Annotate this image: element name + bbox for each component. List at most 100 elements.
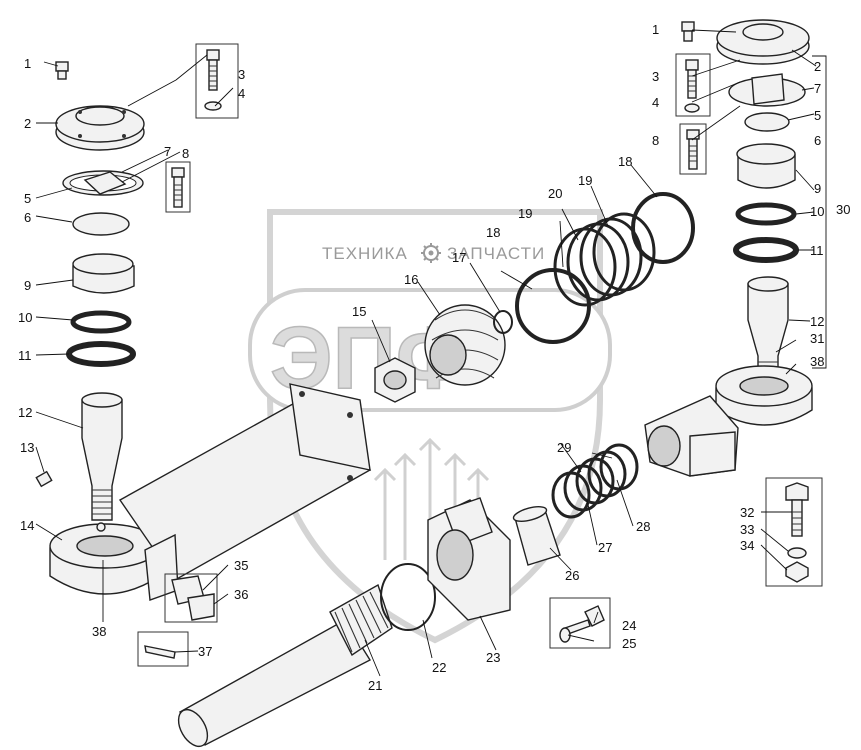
label-26: 26 xyxy=(565,568,579,583)
gasket-36 xyxy=(187,593,215,621)
label-19-outer: 19 xyxy=(578,173,592,188)
watermark-right-text: ЗАПЧАСТИ xyxy=(447,244,545,263)
tie-rod-21 xyxy=(177,583,393,748)
shim-left xyxy=(72,212,130,236)
label-25: 25 xyxy=(622,636,636,651)
label-20: 20 xyxy=(548,186,562,201)
bolt-3-left xyxy=(204,49,222,111)
left-pivot-stack xyxy=(35,43,239,595)
washer-33 xyxy=(787,547,807,559)
watermark-left-text: ТЕХНИКА xyxy=(322,244,408,263)
label-15: 15 xyxy=(352,304,366,319)
nut-34 xyxy=(785,561,809,583)
o-ring-right xyxy=(735,202,797,226)
label-8-right: 8 xyxy=(652,133,659,148)
spring-19-20 xyxy=(553,212,656,307)
seal-ring-left xyxy=(66,341,136,367)
label-2-left: 2 xyxy=(24,116,31,131)
label-14: 14 xyxy=(20,518,34,533)
axle-beam xyxy=(118,383,372,601)
label-37: 37 xyxy=(198,644,212,659)
label-4-right: 4 xyxy=(652,95,659,110)
label-5-left: 5 xyxy=(24,191,31,206)
label-10-left: 10 xyxy=(18,310,32,325)
label-22: 22 xyxy=(432,660,446,675)
label-7-right: 7 xyxy=(814,81,821,96)
label-17: 17 xyxy=(452,250,466,265)
label-9-right: 9 xyxy=(814,181,821,196)
label-12-right: 12 xyxy=(810,314,824,329)
label-9-left: 9 xyxy=(24,278,31,293)
bolt-box-8-left xyxy=(165,161,191,213)
bolt-box-37 xyxy=(137,631,189,667)
label-3-right: 3 xyxy=(652,69,659,84)
springs-27-28-29 xyxy=(551,443,639,519)
label-19-inner: 19 xyxy=(518,206,532,221)
bolt-3-right xyxy=(684,59,700,113)
gear-icon xyxy=(421,243,441,263)
label-21: 21 xyxy=(368,678,382,693)
bolt-box-32-34 xyxy=(765,477,823,587)
label-6-left: 6 xyxy=(24,210,31,225)
grease-fitting-right xyxy=(681,21,695,42)
label-32: 32 xyxy=(740,505,754,520)
bracket-30 xyxy=(812,55,827,369)
cap-left xyxy=(55,105,145,151)
label-12-left: 12 xyxy=(18,405,32,420)
label-38-left: 38 xyxy=(92,624,106,639)
label-30: 30 xyxy=(836,202,850,217)
label-18-outer: 18 xyxy=(618,154,632,169)
sleeve-26 xyxy=(512,506,561,566)
bolt-box-8-right xyxy=(679,123,707,175)
fitting-13 xyxy=(35,470,53,488)
label-4-left: 4 xyxy=(238,86,245,101)
label-10-right: 10 xyxy=(810,204,824,219)
label-13: 13 xyxy=(20,440,34,455)
label-33: 33 xyxy=(740,522,754,537)
steering-arm-right xyxy=(715,365,813,426)
label-28: 28 xyxy=(636,519,650,534)
watermark-wheat xyxy=(373,437,490,560)
label-1-left: 1 xyxy=(24,56,31,71)
ring-18-outer xyxy=(631,192,695,264)
plate-7-left xyxy=(83,171,127,195)
ring-17 xyxy=(493,310,513,334)
clamp-end xyxy=(644,395,739,477)
label-3-left: 3 xyxy=(238,67,245,82)
bolt-32 xyxy=(785,482,809,537)
grease-fitting-left xyxy=(55,61,69,80)
king-pin-left xyxy=(81,392,123,521)
label-31: 31 xyxy=(810,331,824,346)
label-18-inner: 18 xyxy=(486,225,500,240)
cap-right xyxy=(716,19,810,65)
label-29: 29 xyxy=(557,440,571,455)
label-27: 27 xyxy=(598,540,612,555)
label-11-right: 11 xyxy=(810,243,824,258)
label-16: 16 xyxy=(404,272,418,287)
king-pin-right xyxy=(747,276,789,393)
nut-15 xyxy=(374,357,416,403)
bolt-8-left xyxy=(171,167,185,208)
shim-right xyxy=(744,112,790,132)
bolt-box-24-25 xyxy=(549,597,611,649)
label-7-left: 7 xyxy=(164,144,171,159)
bushing-left xyxy=(72,253,135,294)
seal-ring-right xyxy=(733,237,799,263)
label-11-left: 11 xyxy=(18,348,32,363)
leader-lines xyxy=(35,29,817,677)
right-pivot-stack xyxy=(644,19,827,587)
bolt-37 xyxy=(144,645,176,659)
label-36: 36 xyxy=(234,587,248,602)
label-38-right: 38 xyxy=(810,354,824,369)
label-8-left: 8 xyxy=(182,146,189,161)
label-2-right: 2 xyxy=(814,59,821,74)
gasket-box-35-36 xyxy=(164,573,218,623)
label-6-right: 6 xyxy=(814,133,821,148)
label-23: 23 xyxy=(486,650,500,665)
o-ring-22 xyxy=(380,563,436,631)
bolt-box-left xyxy=(195,43,239,119)
label-1-right: 1 xyxy=(652,22,659,37)
label-35: 35 xyxy=(234,558,248,573)
